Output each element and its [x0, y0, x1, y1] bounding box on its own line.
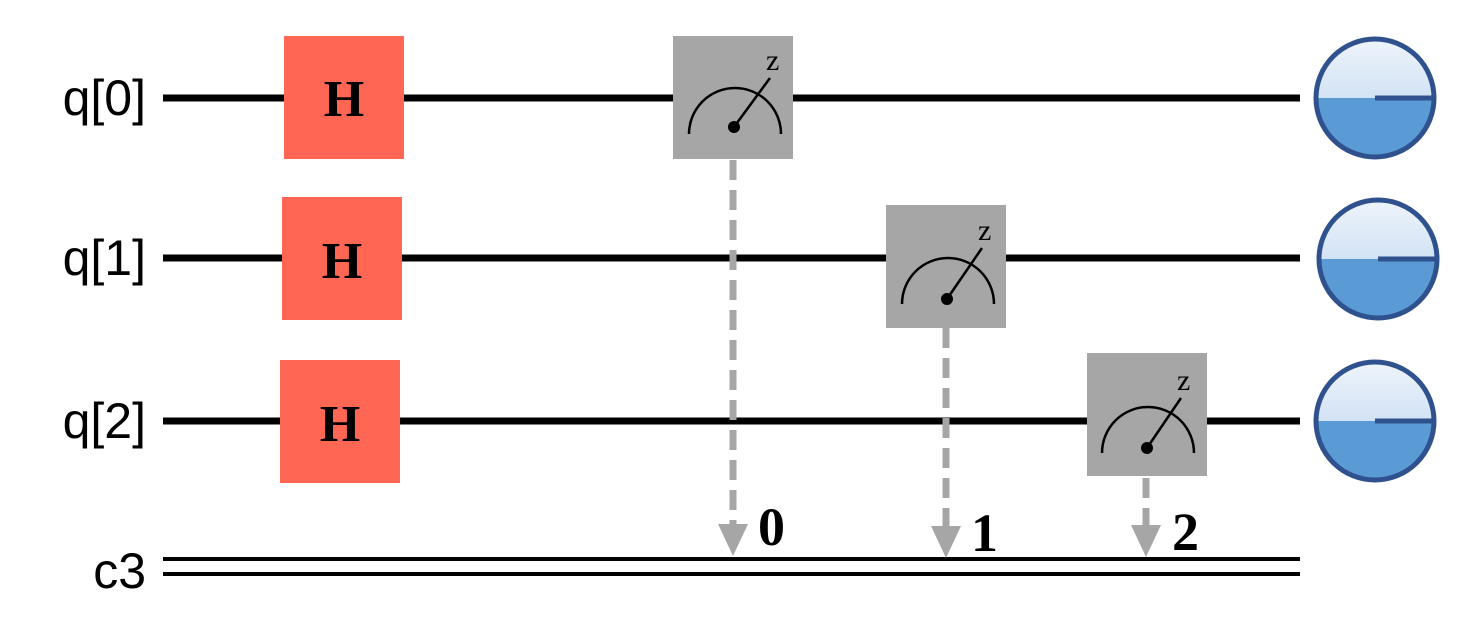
basis-label: z [978, 214, 991, 247]
classical-wire [163, 557, 1300, 576]
classical-register-label: c3 [93, 543, 146, 599]
measurement-gate-2[interactable]: z [1087, 353, 1207, 476]
classical-bit-label-1: 1 [971, 503, 998, 563]
measure-arrow-2 [1131, 478, 1161, 557]
hadamard-gate-2[interactable]: H [280, 360, 400, 483]
gate-label: H [320, 396, 360, 453]
measure-arrow-1 [931, 328, 961, 558]
gate-label: H [324, 71, 364, 128]
classical-bit-label-0: 0 [758, 497, 785, 557]
meter-icon [1100, 397, 1196, 454]
output-probability-icon-2 [1313, 359, 1437, 483]
output-probability-icon-0 [1313, 36, 1437, 160]
qubit-label-0: q[0] [63, 70, 146, 126]
qubit-label-1: q[1] [63, 230, 146, 286]
hadamard-gate-0[interactable]: H [284, 36, 404, 159]
measure-arrow-0 [718, 160, 748, 556]
basis-label: z [1177, 364, 1190, 397]
meter-icon [900, 247, 996, 305]
measurement-gate-1[interactable]: z [886, 205, 1006, 328]
meter-icon [687, 77, 783, 135]
qubit-label-2: q[2] [63, 393, 146, 449]
classical-bit-label-2: 2 [1172, 502, 1199, 562]
basis-label: z [766, 44, 779, 77]
measurement-gate-0[interactable]: z [673, 36, 793, 159]
hadamard-gate-1[interactable]: H [282, 197, 402, 320]
output-probability-icon-1 [1316, 197, 1440, 321]
gate-label: H [322, 233, 362, 290]
